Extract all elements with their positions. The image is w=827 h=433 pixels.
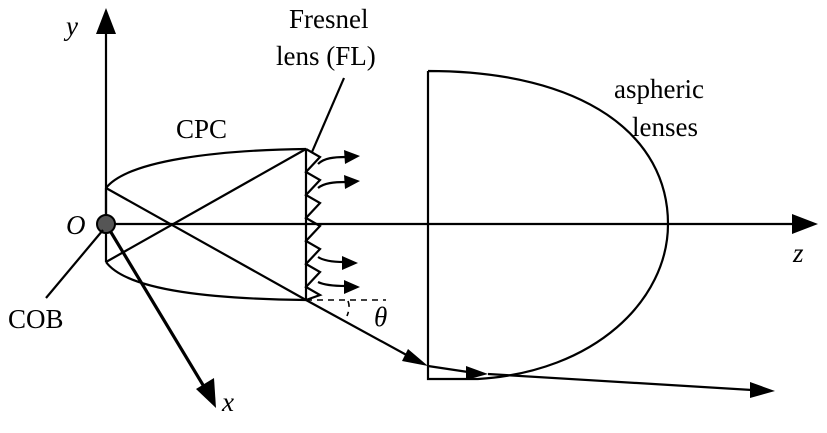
fresnel-lens-teeth	[304, 148, 323, 302]
aspheric-lens	[426, 69, 670, 381]
theta-label: θ	[374, 302, 387, 332]
x-axis-arrowhead	[196, 378, 216, 408]
fresnel-label-pointer	[310, 77, 346, 153]
cpc-concentrator	[104, 147, 308, 302]
z-axis-label: z	[792, 238, 804, 268]
fresnel-lens	[304, 77, 346, 302]
cob-source	[45, 214, 116, 299]
cpc-upper-profile	[105, 147, 307, 189]
cob-source-dot	[96, 214, 116, 234]
fresnel-label-line1: Fresnel	[289, 4, 368, 34]
aspheric-lens-outline	[426, 69, 670, 381]
cpc-label: CPC	[176, 114, 227, 144]
y-axis-arrowhead	[96, 8, 116, 34]
z-axis-arrowhead	[792, 214, 818, 234]
aspheric-label-line1: aspheric	[614, 74, 704, 104]
cpc-ray-2	[105, 148, 307, 263]
origin-label: O	[66, 210, 86, 240]
output-ray-3	[317, 256, 358, 270]
fresnel-label-line2: lens (FL)	[276, 41, 376, 71]
output-ray-4	[317, 280, 360, 294]
z-axis	[106, 214, 818, 234]
cpc-ray-1	[105, 187, 307, 301]
cpc-lower-profile	[105, 261, 307, 302]
y-axis-label: y	[63, 11, 78, 41]
theta-angle	[306, 299, 386, 317]
cob-label: COB	[8, 304, 64, 334]
fresnel-output-rays	[317, 150, 360, 294]
marginal-ray	[305, 299, 775, 398]
output-ray-1	[317, 150, 360, 165]
x-axis-label: x	[221, 387, 234, 417]
cob-label-pointer	[45, 229, 104, 299]
theta-arc	[346, 300, 350, 317]
aspheric-label-line2: lenses	[632, 112, 698, 142]
output-ray-2	[317, 175, 360, 189]
